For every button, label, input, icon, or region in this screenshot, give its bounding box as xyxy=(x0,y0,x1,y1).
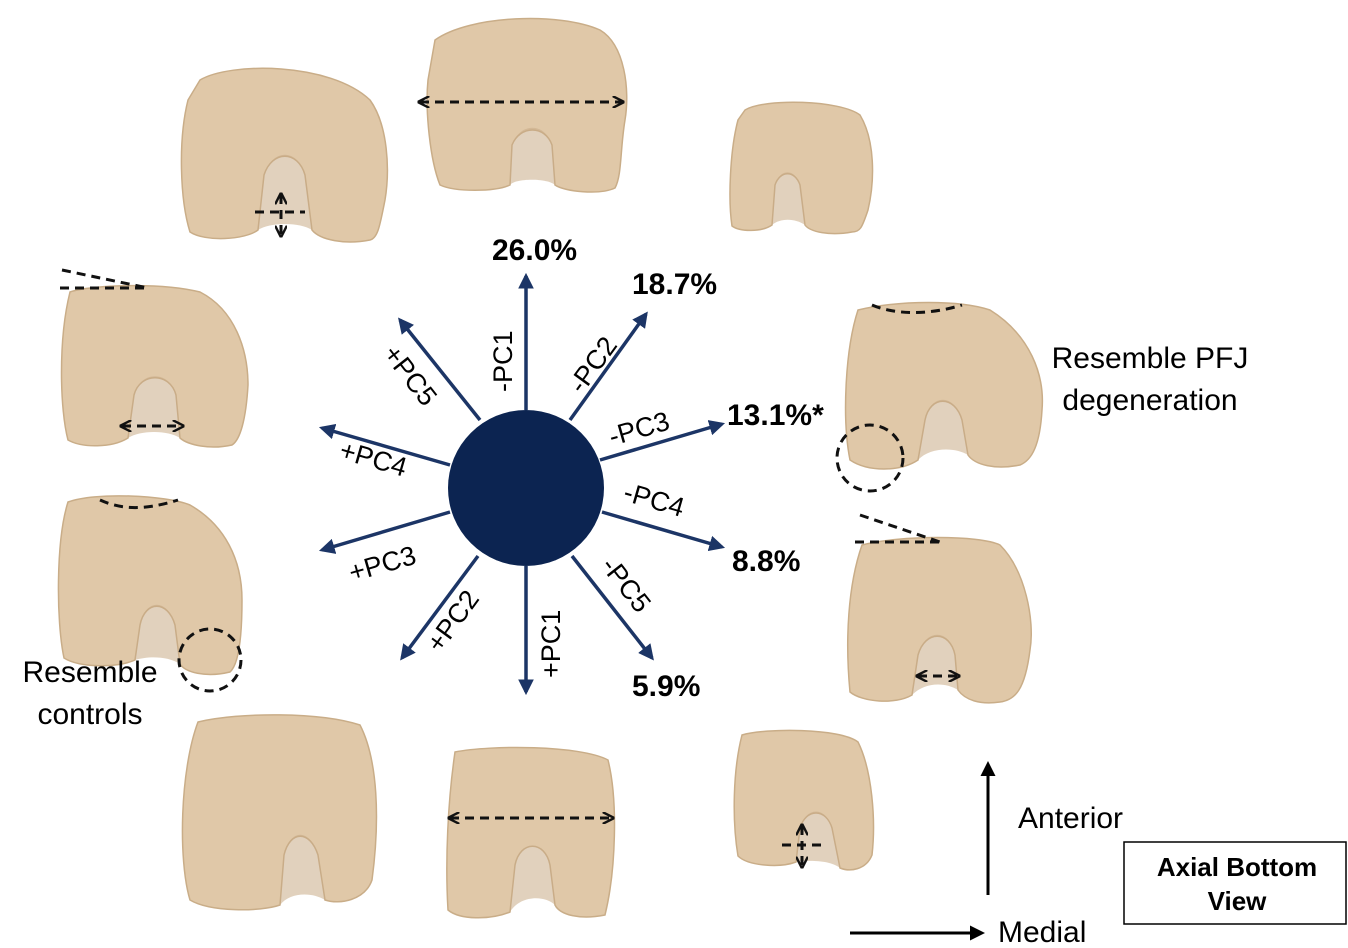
view-box-line2: View xyxy=(1208,886,1268,916)
femur-shape-pos-pc4 xyxy=(60,270,248,447)
label-neg-pc5: -PC5 xyxy=(595,551,657,618)
femur-shape-neg-pc4 xyxy=(848,515,1032,703)
variance-pc2: 18.7% xyxy=(632,268,717,301)
mean-shape-hub xyxy=(448,410,604,566)
label-neg-pc2: -PC2 xyxy=(563,331,623,398)
label-neg-pc1: -PC1 xyxy=(488,330,518,392)
variance-pc3: 13.1%* xyxy=(727,399,824,432)
femur-shape-pos-pc2 xyxy=(182,715,376,910)
femur-shape-pos-pc5 xyxy=(181,68,387,242)
controls-note-line1: Resemble xyxy=(22,656,157,689)
label-pos-pc1: +PC1 xyxy=(536,610,566,678)
label-pos-pc5: +PC5 xyxy=(377,339,443,411)
ray-pos-pc3 xyxy=(322,512,450,550)
femur-shape-neg-pc1 xyxy=(420,19,627,192)
femur-shape-neg-pc5 xyxy=(734,730,873,869)
variance-pc1: 26.0% xyxy=(492,234,577,267)
label-pos-pc3: +PC3 xyxy=(345,540,419,588)
label-neg-pc4: -PC4 xyxy=(620,477,687,523)
variance-pc4: 8.8% xyxy=(732,545,800,578)
pfj-note-line2: degeneration xyxy=(1062,384,1237,417)
pfj-note-line1: Resemble PFJ xyxy=(1052,342,1249,375)
label-neg-pc3: -PC3 xyxy=(605,406,672,452)
medial-label: Medial xyxy=(998,916,1086,948)
controls-note-line2: controls xyxy=(37,698,142,731)
femur-shape-pos-pc1 xyxy=(447,747,615,917)
variance-pc5: 5.9% xyxy=(632,670,700,703)
anterior-label: Anterior xyxy=(1018,802,1123,835)
femur-shape-neg-pc3 xyxy=(837,303,1042,492)
view-box-line1: Axial Bottom xyxy=(1157,852,1317,882)
femur-shape-neg-pc2 xyxy=(730,102,873,233)
